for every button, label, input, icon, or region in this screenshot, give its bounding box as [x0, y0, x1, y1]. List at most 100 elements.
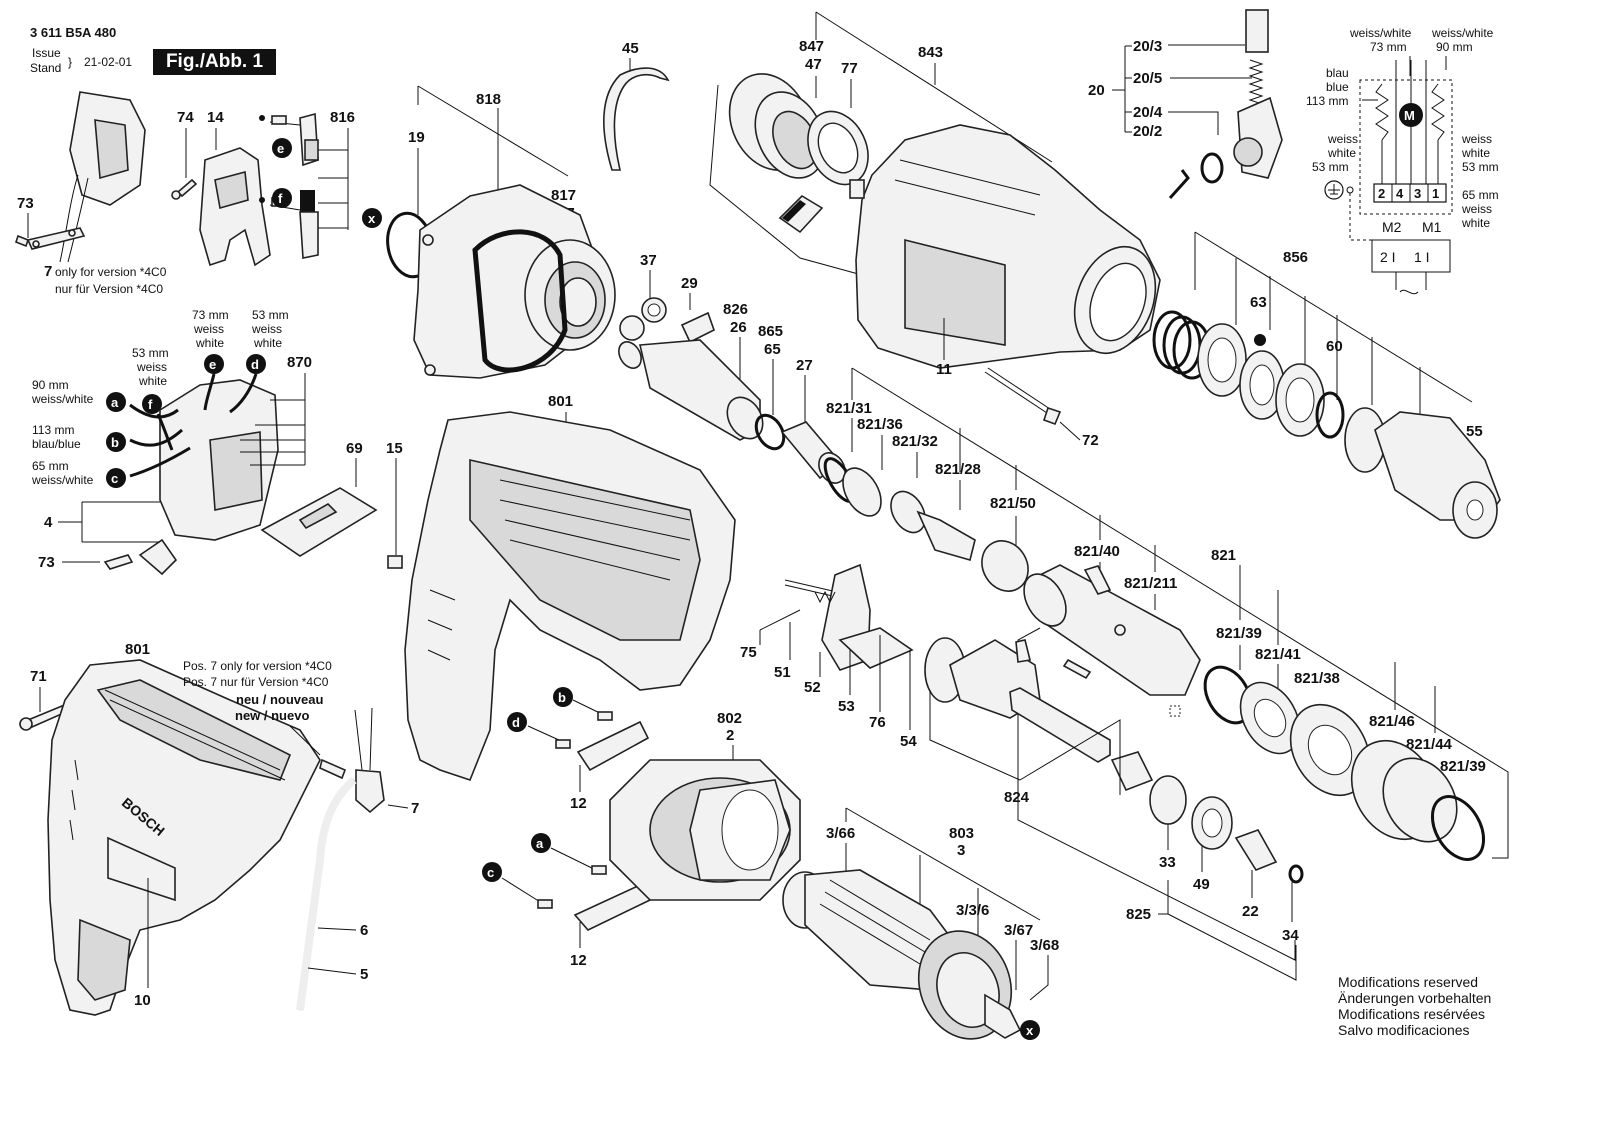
- label-821-36: 821/36: [857, 416, 903, 433]
- wd-left-mid-2: blue: [1326, 80, 1349, 94]
- part-piston-26: [618, 339, 764, 441]
- ground-symbol: [1324, 180, 1344, 200]
- label-821-39-b: 821/39: [1440, 758, 1486, 775]
- sw-b-col: blau/blue: [32, 437, 81, 451]
- label-34: 34: [1282, 927, 1299, 944]
- part-icon-grease: [778, 194, 824, 234]
- wd-top-left-2: 73 mm: [1370, 40, 1407, 54]
- part-seal-847: [728, 73, 826, 179]
- figure-label: Fig./Abb. 1: [153, 49, 276, 75]
- label-12-b: 12: [570, 952, 587, 969]
- wd-left-low-3: 53 mm: [1312, 160, 1349, 174]
- label-71: 71: [30, 668, 47, 685]
- label-74: 74: [177, 109, 194, 126]
- sw-d-col2: white: [253, 336, 282, 350]
- marker-a-3-text: a: [536, 836, 544, 851]
- brace: }: [68, 55, 72, 69]
- label-77: 77: [841, 60, 858, 77]
- version-en: only for version *4C0: [55, 265, 167, 279]
- label-19: 19: [408, 129, 425, 146]
- wd-right-low-2: white: [1461, 146, 1490, 160]
- label-821-44: 821/44: [1406, 736, 1453, 753]
- label-870: 870: [287, 354, 312, 371]
- wd-top-right-1: weiss/white: [1431, 26, 1494, 40]
- wd-right-bottom-1: 65 mm: [1462, 188, 1499, 202]
- marker-d-2-text: d: [251, 357, 259, 372]
- marker-c-3-text: c: [487, 865, 494, 880]
- switch-wire-labels: 73 mm weiss white 53 mm weiss white 53 m…: [31, 308, 289, 487]
- part-flange-818: [386, 184, 616, 379]
- marker-b-3: [553, 687, 573, 707]
- motor-symbol: [1399, 103, 1423, 127]
- mod-line-3: Modifications resérvées: [1338, 1006, 1485, 1022]
- wd-right-low-3: 53 mm: [1462, 160, 1499, 174]
- part-pinion-22: [1234, 829, 1278, 871]
- issue-date: 21-02-01: [84, 55, 132, 69]
- label-4: 4: [44, 514, 53, 531]
- pos7-en: Pos. 7 only for version *4C0: [183, 659, 332, 673]
- wd-m1: M1: [1422, 219, 1442, 235]
- marker-e-2: [204, 354, 224, 374]
- motor-letter: M: [1404, 108, 1415, 123]
- wd-top-right-2: 90 mm: [1436, 40, 1473, 54]
- label-856: 856: [1283, 249, 1308, 266]
- sw-f-len: 53 mm: [132, 346, 169, 360]
- part-cover-69: [260, 487, 378, 557]
- label-37: 37: [640, 252, 657, 269]
- label-816: 816: [330, 109, 355, 126]
- part-striker-27: [780, 421, 846, 484]
- label-801-a: 801: [548, 393, 573, 410]
- label-2: 2: [726, 727, 734, 744]
- mod-line-4: Salvo modificaciones: [1338, 1022, 1470, 1038]
- part-cord-7: [296, 707, 385, 1011]
- label-54: 54: [900, 733, 917, 750]
- marker-c-2-text: c: [111, 471, 118, 486]
- part-ball-63: [1254, 334, 1266, 346]
- marker-f-2-text: f: [148, 397, 153, 412]
- marker-f-1: [272, 188, 292, 208]
- wd-left-low-1: weiss: [1327, 132, 1358, 146]
- part-brush-holder-20: [1168, 9, 1283, 200]
- label-821-32: 821/32: [892, 433, 938, 450]
- label-72: 72: [1082, 432, 1099, 449]
- label-3-3-6: 3/3/6: [956, 902, 989, 919]
- marker-f-1-text: f: [278, 191, 283, 206]
- label-865: 865: [758, 323, 783, 340]
- label-14: 14: [207, 109, 224, 126]
- label-33: 33: [1159, 854, 1176, 871]
- part-pin-29: [680, 311, 715, 344]
- label-20: 20: [1088, 82, 1105, 99]
- label-20-2: 20/2: [1133, 123, 1162, 140]
- label-821-40: 821/40: [1074, 543, 1120, 560]
- marker-d-3-text: d: [512, 715, 520, 730]
- issue-label: Issue: [32, 46, 61, 60]
- part-armature-803: [782, 869, 1022, 1040]
- label-20-3: 20/3: [1133, 38, 1162, 55]
- marker-b-2: [106, 432, 126, 452]
- wd-bottom-2: 2 I: [1380, 249, 1396, 265]
- version-de: nur für Version *4C0: [55, 282, 163, 296]
- wd-bottom-1: 1 I: [1414, 249, 1430, 265]
- doc-number: 3 611 B5A 480: [30, 25, 116, 40]
- marker-b-3-text: b: [558, 690, 566, 705]
- marker-x-1: [362, 208, 382, 228]
- marker-d-3: [507, 712, 527, 732]
- marker-b-2-text: b: [111, 435, 119, 450]
- label-821-38: 821/38: [1294, 670, 1340, 687]
- neu-line-1: neu / nouveau: [236, 692, 323, 707]
- marker-a-2-text: a: [111, 395, 119, 410]
- label-801-b: 801: [125, 641, 150, 658]
- label-75: 75: [740, 644, 757, 661]
- label-3-66: 3/66: [826, 825, 855, 842]
- mod-line-2: Änderungen vorbehalten: [1338, 990, 1491, 1006]
- label-821-41: 821/41: [1255, 646, 1301, 663]
- marker-c-3: [482, 862, 502, 882]
- label-824: 824: [1004, 789, 1030, 806]
- marker-a-2: [106, 392, 126, 412]
- wd-top-left-1: weiss/white: [1349, 26, 1412, 40]
- stand-label: Stand: [30, 61, 61, 75]
- label-76: 76: [869, 714, 886, 731]
- label-3-67: 3/67: [1004, 922, 1033, 939]
- label-3-68: 3/68: [1030, 937, 1059, 954]
- part-ring-33: [1149, 775, 1187, 825]
